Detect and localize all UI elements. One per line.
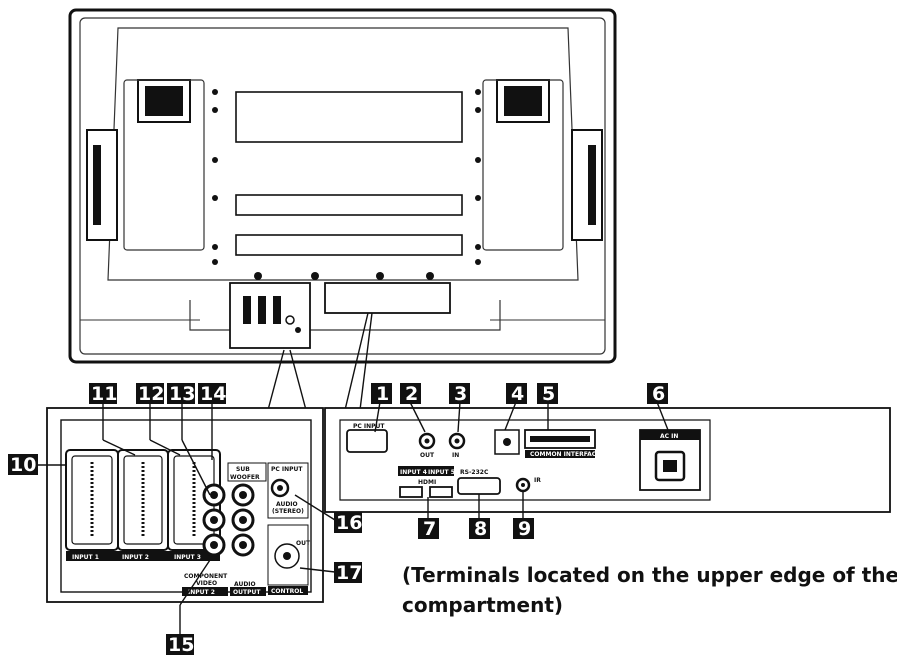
leader-lines bbox=[267, 312, 373, 411]
callout-lines bbox=[37, 401, 669, 635]
callout-10: 10 bbox=[8, 454, 38, 476]
label-input-5: INPUT 5 bbox=[428, 469, 455, 476]
label-input-2: INPUT 2 bbox=[122, 554, 149, 561]
label-input-1: INPUT 1 bbox=[72, 554, 99, 561]
callout-3: 3 bbox=[449, 383, 470, 405]
callout-17: 17 bbox=[334, 562, 362, 584]
tv-rear-view bbox=[68, 8, 617, 364]
label-stereo: (STEREO) bbox=[272, 508, 304, 515]
svg-text:1: 1 bbox=[376, 383, 389, 405]
component-video-jacks bbox=[202, 483, 226, 557]
label-control: CONTROL bbox=[271, 588, 303, 595]
label-input-3: INPUT 3 bbox=[174, 554, 201, 561]
svg-text:11: 11 bbox=[91, 383, 117, 405]
svg-text:15: 15 bbox=[168, 634, 194, 656]
label-component: COMPONENT bbox=[184, 573, 228, 580]
left-terminal-panel: INPUT 1 INPUT 2 INPUT 3 SUB WOOFER PC IN… bbox=[46, 407, 324, 603]
callout-11: 11 bbox=[89, 383, 117, 405]
svg-text:3: 3 bbox=[454, 383, 467, 405]
label-woofer: WOOFER bbox=[230, 474, 260, 481]
label-link-in: IN bbox=[452, 452, 459, 459]
svg-text:12: 12 bbox=[138, 383, 164, 405]
callouts: 1 2 3 4 5 6 7 8 9 10 11 12 13 14 15 16 1… bbox=[8, 383, 668, 656]
callout-2: 2 bbox=[400, 383, 421, 405]
callout-5: 5 bbox=[537, 383, 558, 405]
caption-line-2: compartment) bbox=[402, 593, 564, 617]
callout-9: 9 bbox=[513, 518, 534, 540]
callout-7: 7 bbox=[418, 518, 439, 540]
callout-4: 4 bbox=[506, 383, 527, 405]
label-audio-output-2: OUTPUT bbox=[233, 589, 261, 596]
svg-text:9: 9 bbox=[518, 518, 531, 540]
callout-16: 16 bbox=[334, 512, 362, 534]
label-input-4: INPUT 4 bbox=[400, 469, 427, 476]
svg-text:2: 2 bbox=[405, 383, 418, 405]
label-pc-input: PC INPUT bbox=[271, 466, 303, 473]
label-audio-output-1: AUDIO bbox=[234, 581, 256, 588]
svg-text:7: 7 bbox=[423, 518, 436, 540]
label-hdmi: HDMI bbox=[418, 479, 436, 486]
svg-text:4: 4 bbox=[511, 383, 524, 405]
label-video: VIDEO bbox=[196, 580, 217, 587]
callout-15: 15 bbox=[166, 634, 194, 656]
label-common-interface: COMMON INTERFACE bbox=[530, 451, 600, 458]
callout-14: 14 bbox=[198, 383, 226, 405]
svg-text:10: 10 bbox=[10, 454, 36, 476]
caption: (Terminals located on the upper edge of … bbox=[402, 560, 897, 620]
label-pc-rgb: PC INPUT bbox=[353, 423, 385, 430]
label-link-out: OUT bbox=[420, 452, 435, 459]
svg-text:14: 14 bbox=[200, 383, 226, 405]
right-terminal-panel: PC INPUT OUT IN COMMON INTERFACE AC IN I… bbox=[324, 407, 891, 513]
label-ac-in: AC IN bbox=[660, 433, 678, 440]
callout-13: 13 bbox=[167, 383, 195, 405]
callout-12: 12 bbox=[136, 383, 164, 405]
label-out: OUT bbox=[296, 540, 311, 547]
label-audio: AUDIO bbox=[276, 501, 298, 508]
callout-6: 6 bbox=[647, 383, 668, 405]
label-ir: IR bbox=[534, 477, 541, 484]
callout-1: 1 bbox=[371, 383, 392, 405]
svg-text:8: 8 bbox=[474, 518, 487, 540]
svg-text:13: 13 bbox=[169, 383, 195, 405]
scart-input-1 bbox=[65, 449, 119, 551]
scart-input-2 bbox=[117, 449, 169, 551]
label-input-2b: INPUT 2 bbox=[188, 589, 215, 596]
svg-text:16: 16 bbox=[336, 512, 362, 534]
svg-text:6: 6 bbox=[652, 383, 665, 405]
caption-line-1: (Terminals located on the upper edge of … bbox=[402, 563, 897, 587]
callout-8: 8 bbox=[469, 518, 490, 540]
audio-jacks bbox=[231, 483, 255, 557]
svg-text:17: 17 bbox=[336, 562, 362, 584]
label-sub: SUB bbox=[236, 466, 250, 473]
label-rs232c: RS-232C bbox=[460, 469, 489, 476]
svg-text:5: 5 bbox=[542, 383, 555, 405]
